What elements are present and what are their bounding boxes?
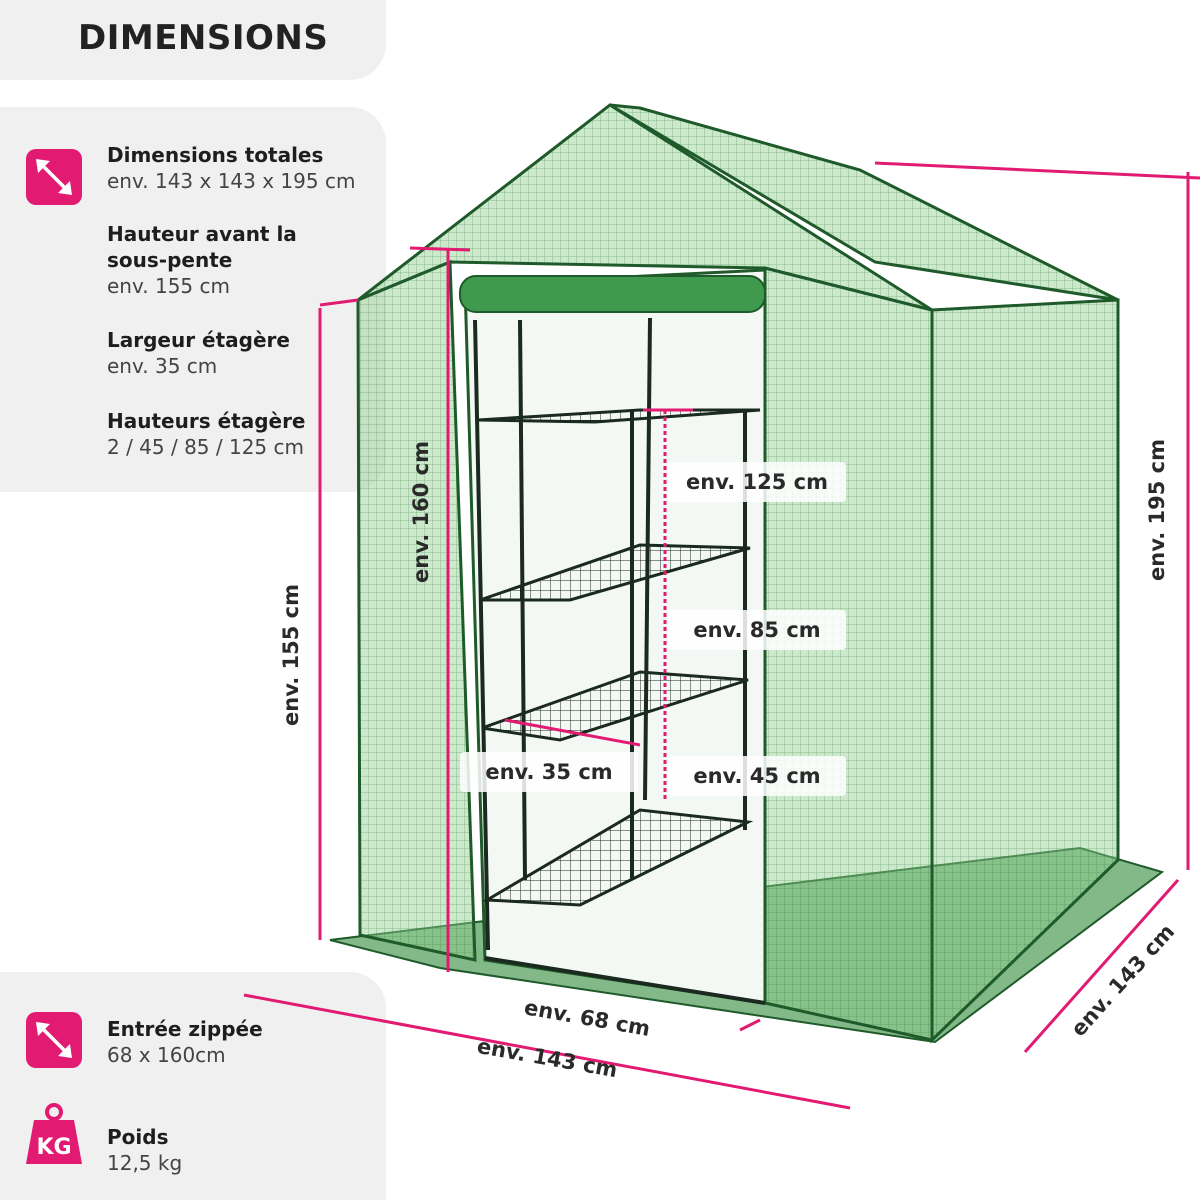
spec-value: env. 155 cm: [107, 274, 230, 298]
door-threshold: [484, 956, 766, 1005]
spec-value: 12,5 kg: [107, 1151, 183, 1175]
specs-panel: Dimensions totales env. 143 x 143 x 195 …: [0, 107, 386, 492]
spec-heading: Dimensions totales: [107, 143, 324, 167]
label-total-height: env. 195 cm: [1145, 439, 1169, 581]
label-shelf-width: env. 35 cm: [485, 760, 612, 784]
page-title: DIMENSIONS: [78, 18, 329, 58]
label-shelf-45: env. 45 cm: [693, 764, 820, 788]
weight-kg-icon: KG: [26, 1102, 82, 1164]
label-front-width: env. 143 cm: [475, 1034, 619, 1082]
label-door-height: env. 160 cm: [409, 441, 433, 583]
side-wall-back: [930, 298, 1120, 1044]
diagonal-arrow-icon: [26, 149, 82, 205]
label-side-height: env. 155 cm: [279, 584, 303, 726]
dimension-lines: [243, 161, 1200, 1110]
kg-icon-text: KG: [36, 1135, 71, 1160]
label-45: env. 45 cm: [668, 756, 846, 796]
spec-heading: Largeur étagère: [107, 328, 290, 352]
label-shelf-125: env. 125 cm: [686, 470, 828, 494]
diagonal-arrow-icon: [26, 1012, 82, 1068]
shelf-45: [481, 670, 749, 742]
shelf-bottom: [481, 808, 754, 907]
shelf-top: [477, 408, 761, 424]
spec-shelf-heights: Hauteurs étagère 2 / 45 / 85 / 125 cm: [107, 408, 306, 460]
spec-weight: Poids 12,5 kg: [107, 1124, 182, 1176]
spec-value: env. 143 x 143 x 195 cm: [107, 169, 356, 193]
spec-value: env. 35 cm: [107, 354, 218, 378]
label-35: env. 35 cm: [460, 752, 638, 792]
spec-heading: Hauteur avant la: [107, 222, 297, 246]
spec-zipped-entry: Entrée zippée 68 x 160cm: [107, 1016, 263, 1068]
label-85: env. 85 cm: [668, 610, 846, 650]
spec-heading: Hauteurs étagère: [107, 409, 306, 433]
spec-front-height: Hauteur avant la sous-pente env. 155 cm: [107, 221, 297, 299]
front-wall-left: [356, 259, 477, 962]
spec-total-dimensions: Dimensions totales env. 143 x 143 x 195 …: [107, 142, 355, 194]
roof-right: [609, 103, 1119, 302]
title-panel: DIMENSIONS: [0, 0, 386, 80]
side-wall: [763, 266, 934, 1042]
shelf-85: [479, 543, 751, 602]
spec-heading: Entrée zippée: [107, 1017, 263, 1041]
spec-heading: sous-pente: [107, 248, 233, 272]
label-door-width: env. 68 cm: [522, 995, 652, 1041]
label-125: env. 125 cm: [668, 462, 846, 502]
spec-heading: Poids: [107, 1125, 169, 1149]
spec-value: 2 / 45 / 85 / 125 cm: [107, 435, 304, 459]
label-shelf-85: env. 85 cm: [693, 618, 820, 642]
rolled-door: [459, 275, 766, 313]
spec-shelf-width: Largeur étagère env. 35 cm: [107, 327, 290, 379]
label-depth: env. 143 cm: [1066, 920, 1179, 1042]
spec-value: 68 x 160cm: [107, 1043, 226, 1067]
